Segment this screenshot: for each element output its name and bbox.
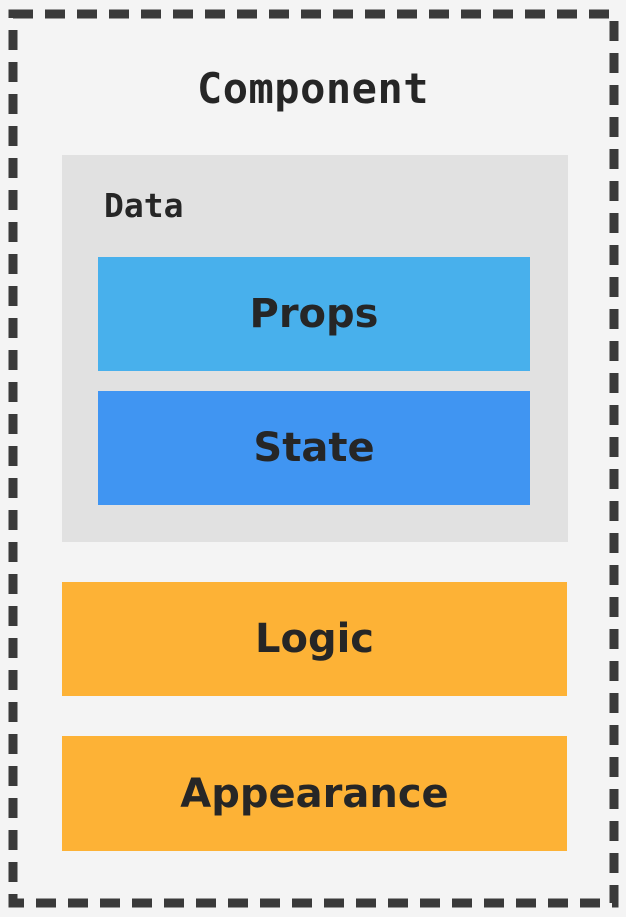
component-title: Component <box>196 64 430 113</box>
props-block: Props <box>98 257 530 371</box>
appearance-block: Appearance <box>62 736 567 851</box>
logic-block: Logic <box>62 582 567 696</box>
dashed-border-rect <box>8 9 619 908</box>
state-block: State <box>98 391 530 505</box>
component-boundary <box>8 9 619 908</box>
data-group-label: Data <box>104 186 184 225</box>
dashed-border <box>8 9 619 908</box>
